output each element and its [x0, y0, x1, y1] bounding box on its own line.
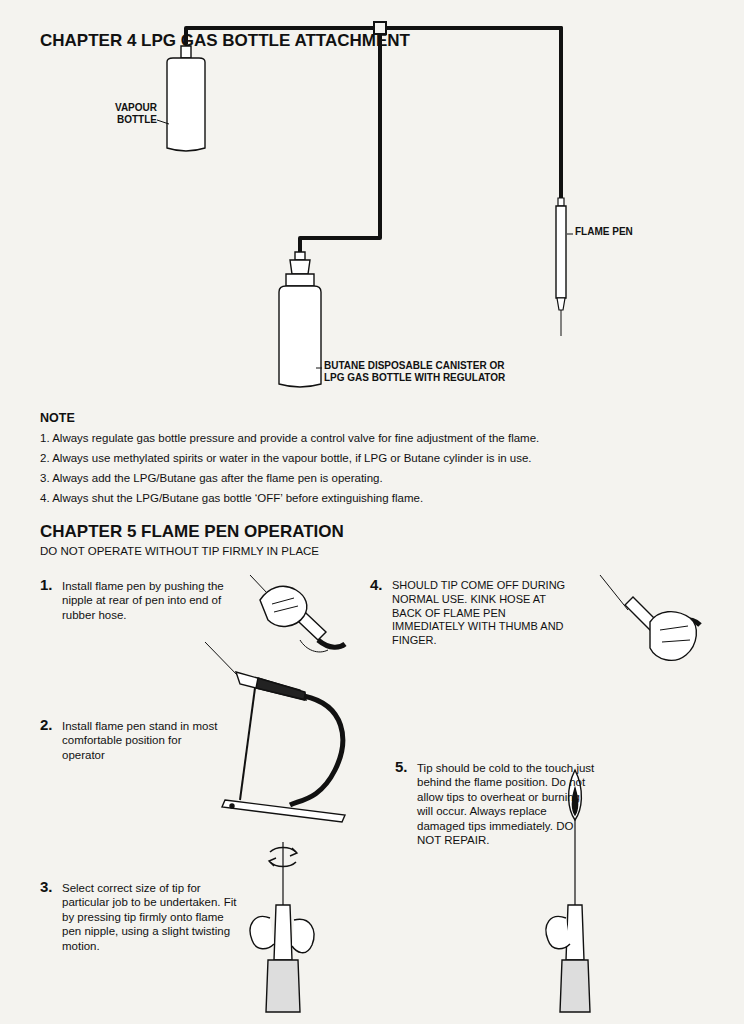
- component-outline: [278, 252, 322, 388]
- step-text: Tip should be cold to the touch just beh…: [417, 761, 595, 847]
- step-number: 5.: [395, 758, 415, 777]
- component: FLAME PEN: [553, 198, 569, 338]
- chapter-title: CHAPTER 4 LPG GAS BOTTLE ATTACHMENT: [40, 30, 410, 51]
- step2-illustration: [205, 642, 345, 822]
- step3-illustration: [250, 842, 314, 1012]
- note: 1. Always regulate gas bottle pressure a…: [40, 431, 720, 445]
- component: BUTANE DISPOSABLE CANISTER OR LPG GAS BO…: [278, 252, 322, 388]
- component-label: VAPOUR BOTTLE: [109, 102, 157, 126]
- component-outline: [553, 198, 569, 338]
- step-text: Install flame pen stand in most comforta…: [62, 719, 227, 762]
- hose: [300, 28, 561, 252]
- step1-illustration: [250, 575, 345, 652]
- step-number: 3.: [40, 878, 60, 897]
- hose: [186, 28, 561, 198]
- warning: DO NOT OPERATE WITHOUT TIP FIRMLY IN PLA…: [40, 544, 720, 558]
- component: VAPOUR BOTTLE: [163, 44, 209, 152]
- step-text: SHOULD TIP COME OFF DURING NORMAL USE. K…: [392, 579, 577, 648]
- step-text: Install flame pen by pushing the nipple …: [62, 579, 237, 622]
- step5-illustration: [546, 770, 590, 1012]
- component-label: FLAME PEN: [575, 226, 655, 238]
- step4-illustration: [600, 575, 700, 660]
- note: 2. Always use methylated spirits or wate…: [40, 451, 720, 465]
- step-number: 2.: [40, 716, 60, 735]
- component-outline: [163, 44, 209, 152]
- chapter-title: CHAPTER 5 FLAME PEN OPERATION: [40, 521, 720, 542]
- note: 3. Always add the LPG/Butane gas after t…: [40, 471, 720, 485]
- step-text: Select correct size of tip for particula…: [62, 881, 237, 953]
- component-label: BUTANE DISPOSABLE CANISTER OR LPG GAS BO…: [324, 360, 524, 384]
- note-heading: NOTE: [40, 411, 720, 427]
- step-number: 4.: [370, 576, 390, 595]
- note: 4. Always shut the LPG/Butane gas bottle…: [40, 491, 720, 505]
- step-number: 1.: [40, 576, 60, 595]
